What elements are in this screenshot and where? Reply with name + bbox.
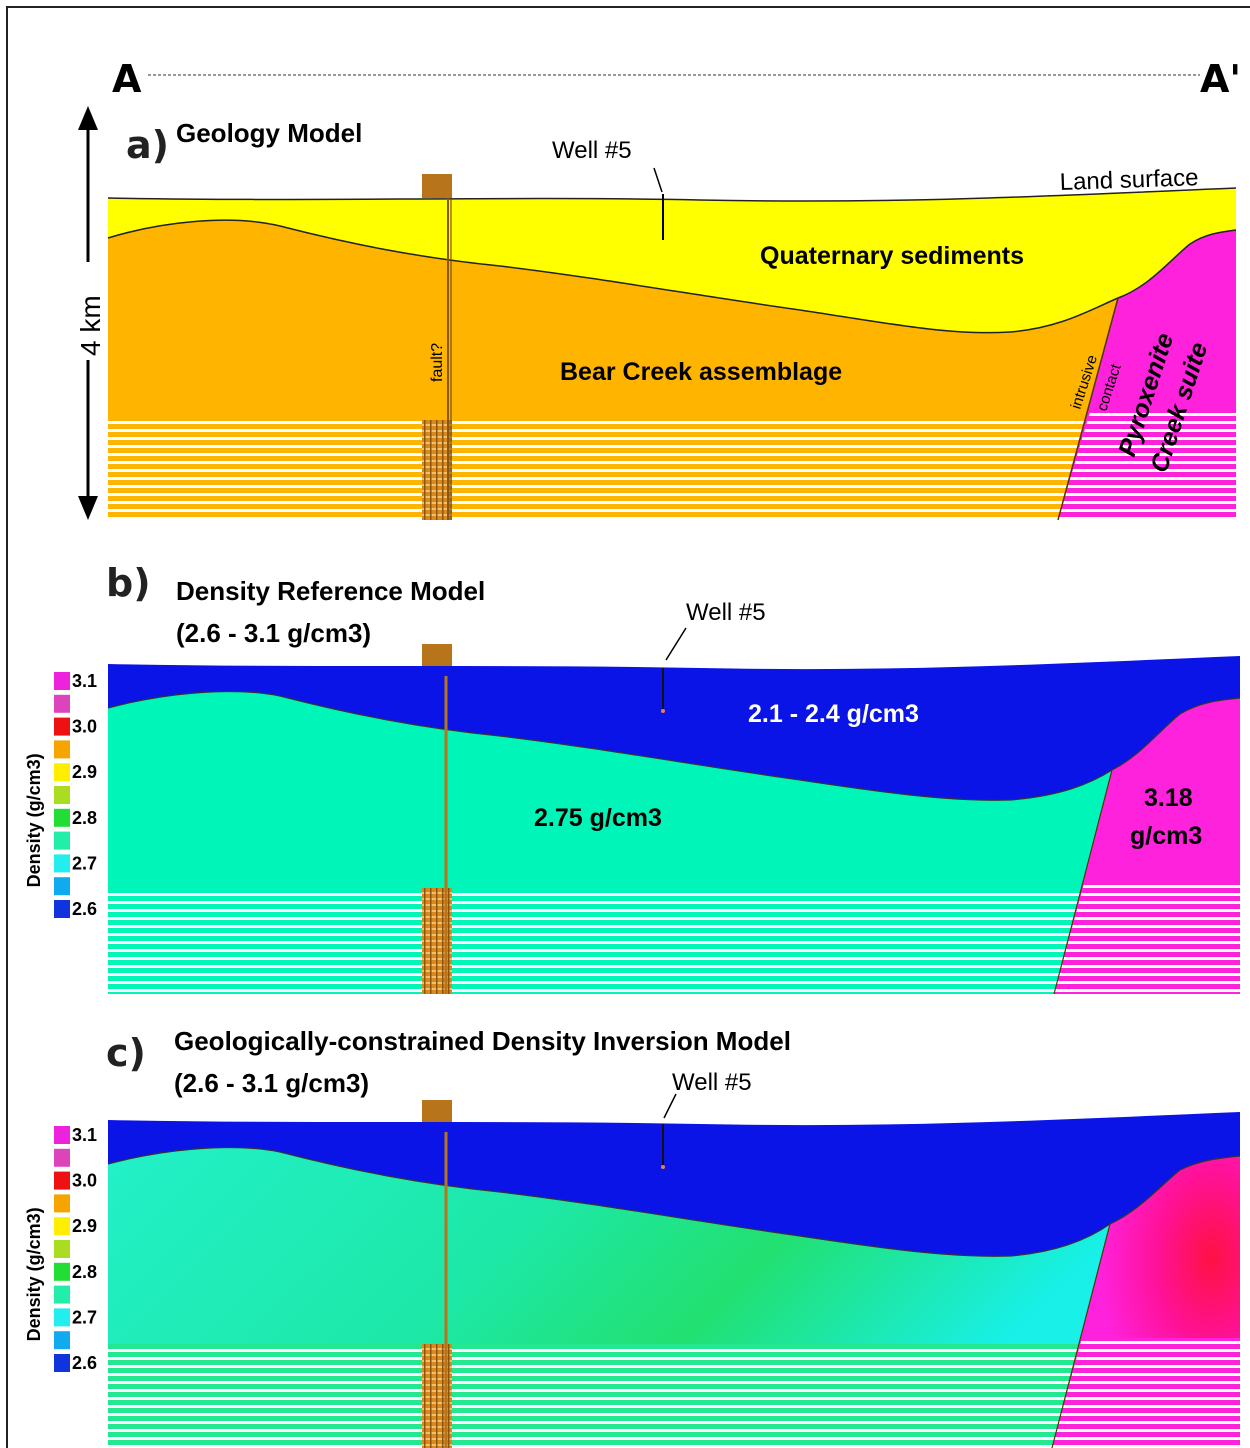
scale-arrow-down bbox=[78, 496, 98, 520]
well-pointer bbox=[653, 167, 663, 193]
density-colorbar: 3.1 3.0 2.9 2.8 2.7 2.6 Density (g/cm3) bbox=[24, 1125, 97, 1373]
section-line: A A' bbox=[112, 57, 1241, 101]
colorbar-swatch bbox=[54, 1194, 70, 1213]
assemblage-extrapolated-zone bbox=[108, 420, 1086, 520]
well-label: Well #5 bbox=[686, 599, 766, 626]
section-end-label: A' bbox=[1200, 57, 1241, 101]
colorbar-swatch bbox=[54, 786, 70, 804]
colorbar-swatch bbox=[54, 854, 70, 873]
fault-marker bbox=[422, 644, 452, 666]
well-label: Well #5 bbox=[552, 137, 632, 164]
panel-b: Well #5 b) Density Reference Model (2.6 … bbox=[106, 561, 1241, 995]
inverted-extrapolated-zone bbox=[108, 1344, 1080, 1448]
colorbar-swatch bbox=[54, 1354, 70, 1372]
colorbar-tick-label: 2.9 bbox=[72, 762, 97, 782]
colorbar-title: Density (g/cm3) bbox=[24, 753, 44, 887]
panel-b-range: (2.6 - 3.1 g/cm3) bbox=[176, 618, 371, 648]
colorbar-tick-label: 2.7 bbox=[72, 1307, 97, 1327]
section-start-label: A bbox=[112, 57, 142, 101]
panel-a-title: Geology Model bbox=[176, 118, 362, 148]
colorbar-swatch bbox=[54, 1240, 70, 1258]
colorbar-swatch bbox=[54, 1171, 70, 1190]
quaternary-sediments-label: Quaternary sediments bbox=[760, 242, 1024, 270]
fault-marker bbox=[422, 1100, 452, 1122]
colorbar-swatch bbox=[54, 694, 70, 713]
colorbar-swatch bbox=[54, 877, 70, 896]
figure-frame bbox=[6, 6, 1250, 1448]
land-surface-label: Land surface bbox=[1059, 164, 1199, 196]
high-density-extrapolated-zone bbox=[1054, 884, 1240, 994]
suite-extrapolated-zone bbox=[1058, 412, 1236, 520]
panel-c: Well #5 c) Geologically-constrained Dens… bbox=[106, 1026, 1241, 1448]
fault-label: fault? bbox=[429, 343, 446, 382]
colorbar-swatch bbox=[54, 672, 70, 690]
panel-b-title: Density Reference Model bbox=[176, 576, 485, 606]
fault-marker bbox=[422, 174, 452, 198]
colorbar-tick-label: 2.6 bbox=[72, 1353, 97, 1373]
colorbar-tick-label: 3.0 bbox=[72, 717, 97, 737]
colorbar-swatch bbox=[54, 1285, 70, 1304]
colorbar-tick-label: 2.7 bbox=[72, 853, 97, 873]
panel-a-letter: a) bbox=[126, 123, 169, 167]
mid-density-extrapolated-zone bbox=[108, 888, 1082, 994]
well-pointer bbox=[665, 627, 687, 661]
colorbar-tick-label: 3.1 bbox=[72, 1125, 97, 1145]
colorbar-tick-label: 2.9 bbox=[72, 1216, 97, 1236]
well-label: Well #5 bbox=[672, 1069, 752, 1096]
colorbar-swatch bbox=[54, 1262, 70, 1281]
colorbar-swatch bbox=[54, 1126, 70, 1144]
well-pointer bbox=[663, 1093, 677, 1119]
colorbar-tick-label: 2.8 bbox=[72, 808, 97, 828]
panel-c-range: (2.6 - 3.1 g/cm3) bbox=[174, 1068, 369, 1098]
colorbar-swatch bbox=[54, 831, 70, 850]
scale-bar: 4 km bbox=[75, 106, 106, 520]
colorbar-tick-label: 3.0 bbox=[72, 1171, 97, 1191]
high-density-value-label-2: g/cm3 bbox=[1130, 822, 1202, 850]
colorbar-title: Density (g/cm3) bbox=[24, 1207, 44, 1341]
colorbar-swatch bbox=[54, 1308, 70, 1327]
colorbar-swatch bbox=[54, 717, 70, 736]
scale-arrow-up bbox=[78, 106, 98, 130]
colorbar-swatch bbox=[54, 740, 70, 759]
high-density-value-label-1: 3.18 bbox=[1144, 784, 1193, 812]
colorbar-swatch bbox=[54, 1217, 70, 1236]
colorbar-swatch bbox=[54, 808, 70, 827]
bear-creek-assemblage-label: Bear Creek assemblage bbox=[560, 358, 842, 386]
density-colorbar: 3.1 3.0 2.9 2.8 2.7 2.6 Density (g/cm3) bbox=[24, 671, 97, 919]
colorbar-tick-label: 3.1 bbox=[72, 671, 97, 691]
colorbar-swatch bbox=[54, 1148, 70, 1167]
panel-c-title: Geologically-constrained Density Inversi… bbox=[174, 1026, 791, 1056]
panel-b-letter: b) bbox=[106, 561, 151, 605]
panel-a: fault? Well #5 Land surface a) Geology M… bbox=[107, 118, 1237, 521]
colorbar-tick-label: 2.6 bbox=[72, 899, 97, 919]
mid-density-value-label: 2.75 g/cm3 bbox=[534, 804, 662, 832]
colorbar-tick-label: 2.8 bbox=[72, 1262, 97, 1282]
colorbar-swatch bbox=[54, 900, 70, 918]
scale-label: 4 km bbox=[75, 295, 106, 356]
high-density-extrapolated-zone bbox=[1052, 1338, 1240, 1448]
colorbar-swatch bbox=[54, 1331, 70, 1350]
colorbar-swatch bbox=[54, 763, 70, 782]
panel-c-letter: c) bbox=[106, 1031, 146, 1075]
low-density-value-label: 2.1 - 2.4 g/cm3 bbox=[748, 700, 919, 728]
